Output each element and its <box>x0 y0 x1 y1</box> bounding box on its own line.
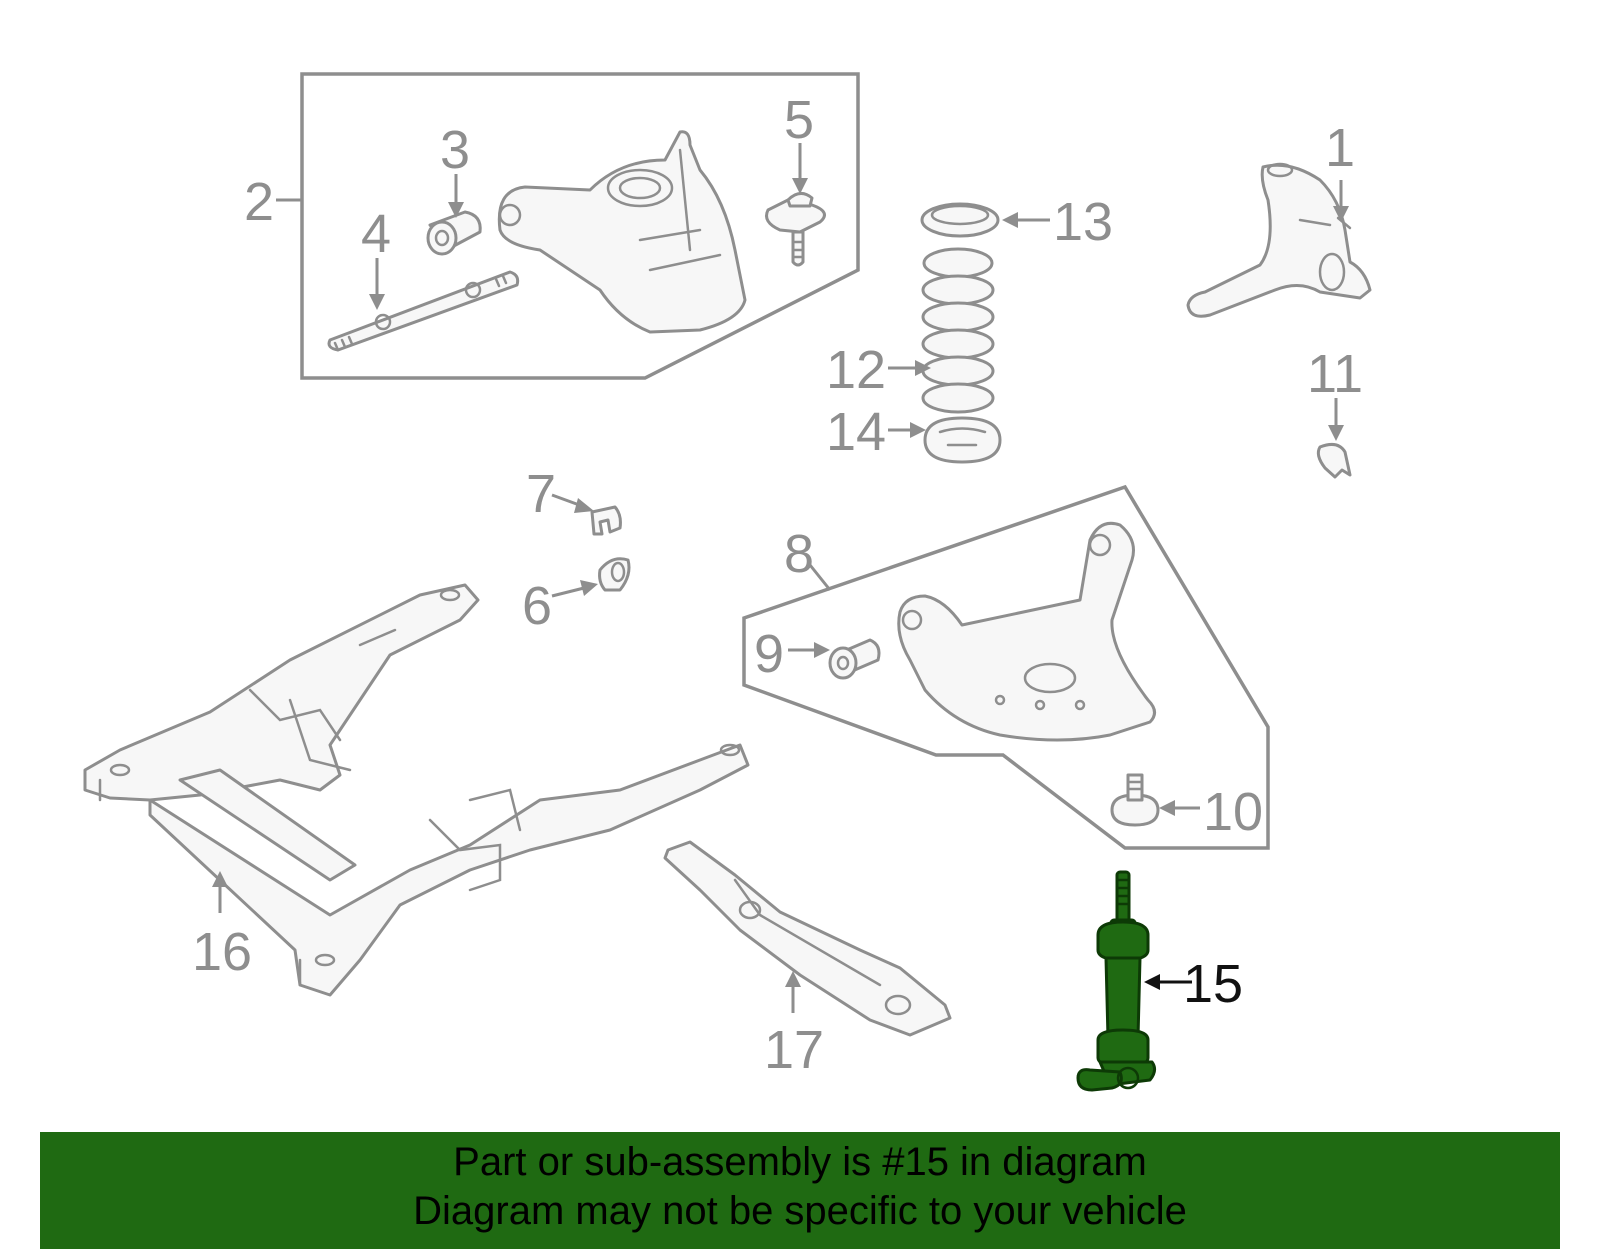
callout-9: 9 <box>754 624 784 684</box>
callout-2: 2 <box>244 172 274 232</box>
lower-control-arm[interactable] <box>897 521 1156 742</box>
callout-13: 13 <box>1053 192 1113 252</box>
part-info-banner: Part or sub-assembly is #15 in diagram D… <box>40 1132 1560 1249</box>
upper-control-arm[interactable] <box>497 130 747 334</box>
front-crossmember[interactable] <box>83 583 750 997</box>
callout-8: 8 <box>784 524 814 584</box>
callout-labels: 1 2 3 4 5 6 7 8 9 10 11 12 13 14 15 16 1… <box>192 90 1363 1080</box>
shock-absorber[interactable] <box>1076 870 1157 1092</box>
callout-leaders <box>212 143 1349 1013</box>
callout-6: 6 <box>522 576 552 636</box>
upper-ball-joint[interactable] <box>765 192 826 267</box>
crossmember-brace[interactable] <box>663 840 952 1037</box>
callout-4: 4 <box>361 204 391 264</box>
callout-7: 7 <box>526 464 556 524</box>
callout-15: 15 <box>1183 954 1243 1014</box>
bump-stop[interactable] <box>598 557 631 592</box>
banner-part-line: Part or sub-assembly is #15 in diagram <box>453 1140 1147 1184</box>
lower-ball-joint[interactable] <box>1110 773 1160 827</box>
knuckle-wedge[interactable] <box>1316 442 1352 479</box>
callout-11: 11 <box>1307 344 1363 404</box>
lower-arm-bushing[interactable] <box>828 638 881 680</box>
callout-12: 12 <box>826 340 886 400</box>
spring-insulator-upper[interactable] <box>920 202 1000 238</box>
upper-arm-shaft[interactable] <box>327 270 520 352</box>
retaining-clip[interactable] <box>590 505 622 536</box>
callout-14: 14 <box>826 402 886 462</box>
upper-control-arm-group-box <box>300 72 860 380</box>
callout-1: 1 <box>1325 118 1355 178</box>
callout-5: 5 <box>784 90 814 150</box>
lower-control-arm-group-box <box>742 484 1270 850</box>
callout-3: 3 <box>440 120 470 180</box>
spring-insulator-lower[interactable] <box>923 416 1002 464</box>
callout-17: 17 <box>764 1020 824 1080</box>
steering-knuckle[interactable] <box>1186 162 1372 318</box>
banner-disclaimer-line: Diagram may not be specific to your vehi… <box>413 1189 1187 1233</box>
callout-10: 10 <box>1203 782 1263 842</box>
upper-arm-bushing[interactable] <box>426 210 482 256</box>
coil-spring[interactable] <box>921 247 995 414</box>
callout-16: 16 <box>192 922 252 982</box>
